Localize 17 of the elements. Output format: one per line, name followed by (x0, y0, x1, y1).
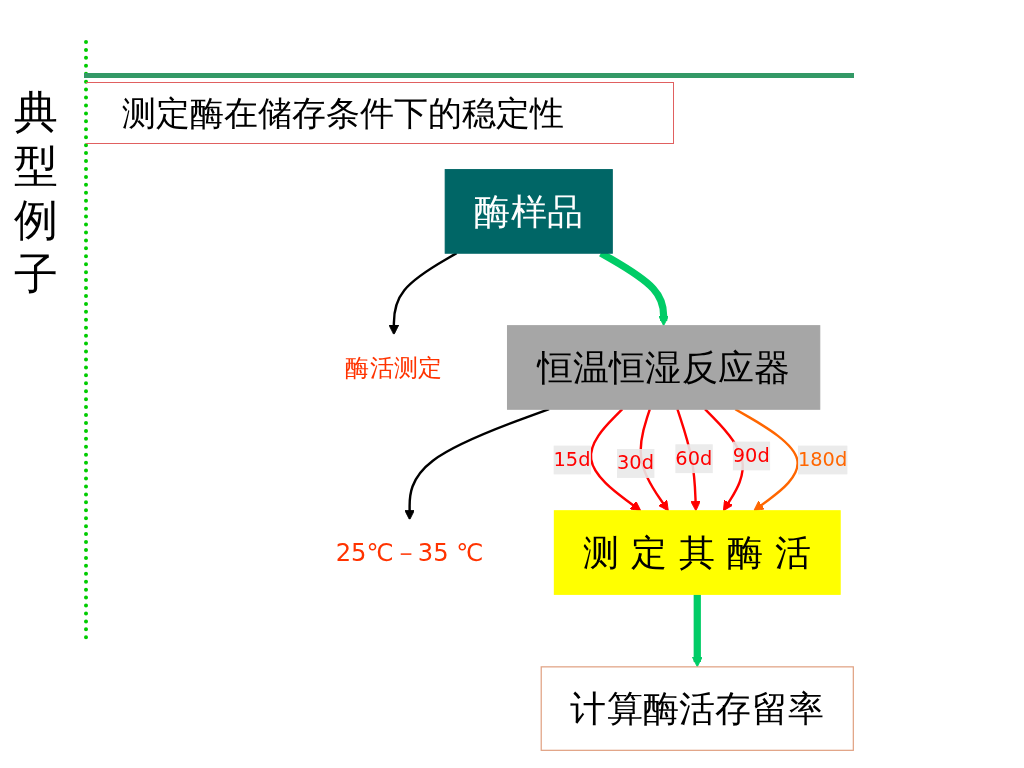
arrow (589, 408, 642, 512)
edge-label: 30d (617, 451, 654, 475)
side-heading: 典型例子 (14, 85, 59, 301)
node-box: 测 定 其 酶 活 (553, 510, 841, 595)
arrow (734, 408, 799, 512)
arrow (691, 594, 703, 668)
node-box: 酶样品 (444, 169, 613, 254)
arrow (388, 252, 458, 336)
edge-label: 90d (732, 443, 770, 467)
edge-label: 180d (797, 447, 848, 471)
edge-label: 60d (675, 446, 713, 470)
arrow (404, 408, 550, 521)
node-text: 酶活测定 (345, 352, 443, 382)
title: 测定酶在储存条件下的稳定性 (86, 82, 674, 144)
node-text: 25℃－35 ℃ (335, 538, 484, 568)
edge-label: 15d (553, 447, 591, 471)
node-box: 计算酶活存留率 (540, 666, 854, 751)
